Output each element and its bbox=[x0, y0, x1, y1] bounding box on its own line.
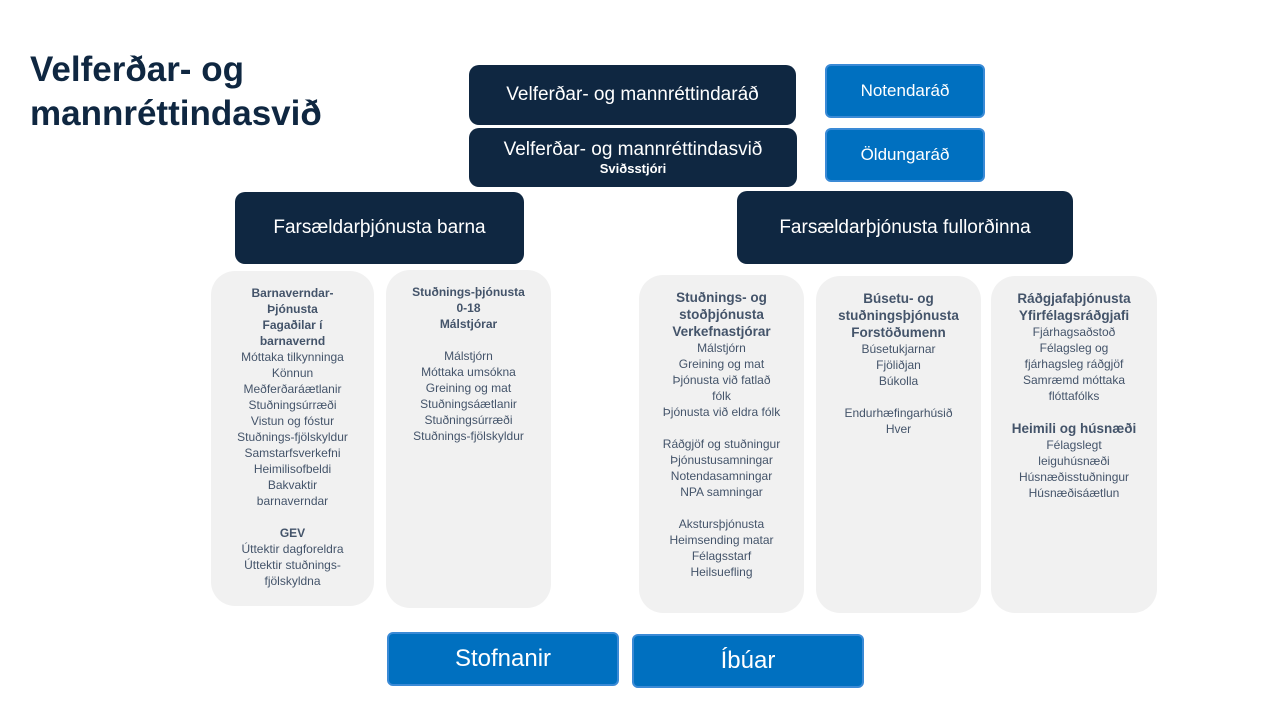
card-item: Þjónusta við eldra fólk bbox=[662, 405, 781, 419]
card-item: Félagsstarf bbox=[691, 549, 752, 563]
card-item: Þjónustusamningar bbox=[670, 453, 773, 467]
card-item: Þjónusta við fatlað bbox=[672, 373, 771, 387]
card-item: Húsnæðisstuðningur bbox=[1018, 470, 1130, 484]
council-box: Velferðar- og mannréttindaráð bbox=[469, 65, 796, 125]
card-item: flóttafólks bbox=[1048, 389, 1100, 403]
council-label: Velferðar- og mannréttindaráð bbox=[506, 84, 759, 105]
card-item: Heilsuefling bbox=[690, 565, 753, 579]
card-item: Endurhæfingarhúsið bbox=[844, 406, 953, 420]
spacer bbox=[816, 389, 981, 405]
card-item: Stuðnings-fjölskyldur bbox=[237, 430, 348, 444]
card-item: Greining og mat bbox=[425, 381, 512, 395]
elders-council-label: Öldungaráð bbox=[860, 145, 950, 164]
card-item: Fjárhagsaðstoð bbox=[1032, 325, 1116, 339]
children-branch-box: Farsældarþjónusta barna bbox=[235, 192, 524, 264]
card-item: barnaverndar bbox=[256, 494, 329, 508]
division-sublabel: Sviðsstjóri bbox=[599, 161, 667, 176]
card-heading-line: Verkefnastjórar bbox=[672, 324, 771, 339]
card-item: Fjöliðjan bbox=[876, 358, 921, 372]
spacer bbox=[639, 500, 804, 516]
card-heading-line: barnavernd bbox=[259, 334, 326, 348]
card-heading-line: 0-18 bbox=[456, 301, 481, 315]
card-heading-line: Forstöðumenn bbox=[851, 325, 946, 340]
card-heading-line: Barnaverndar- bbox=[251, 286, 334, 300]
spacer bbox=[639, 420, 804, 436]
adults-branch-label: Farsældarþjónusta fullorðinna bbox=[779, 216, 1031, 238]
card-item: Félagsleg og bbox=[1039, 341, 1109, 355]
card-heading-line: Stuðnings-þjónusta bbox=[412, 285, 525, 299]
card-heading-line: Málstjórar bbox=[439, 317, 498, 331]
card-item: Stuðningsúrræði bbox=[248, 398, 337, 412]
users-council-box: Notendaráð bbox=[825, 64, 985, 118]
card-heading-line: GEV bbox=[279, 526, 306, 540]
residents-box: Íbúar bbox=[632, 634, 864, 688]
card-heading-line: Þjónusta bbox=[267, 302, 318, 316]
card-item: fólk bbox=[712, 389, 731, 403]
card-item: Móttaka tilkynninga bbox=[241, 350, 344, 364]
card-item: Ráðgjöf og stuðningur bbox=[662, 437, 781, 451]
page-title: Velferðar- og mannréttindasvið bbox=[30, 50, 322, 133]
card-heading-line: stoðþjónusta bbox=[679, 307, 764, 322]
card-heading-line: Ráðgjafaþjónusta bbox=[1017, 291, 1131, 306]
card-item: Samstarfsverkefni bbox=[244, 446, 341, 460]
card-item: Úttektir dagforeldra bbox=[241, 542, 344, 556]
card-item: Húsnæðisáætlun bbox=[1028, 486, 1120, 500]
elders-council-box: Öldungaráð bbox=[825, 128, 985, 182]
institutions-label: Stofnanir bbox=[454, 645, 552, 672]
card-item: Félagslegt bbox=[1046, 438, 1102, 452]
card-item: Heimilisofbeldi bbox=[253, 462, 332, 476]
card-item: Vistun og fóstur bbox=[250, 414, 335, 428]
card-item: Meðferðaráætlanir bbox=[243, 382, 342, 396]
card-heading-line: Stuðnings- og bbox=[676, 290, 767, 305]
spacer bbox=[211, 509, 374, 525]
card-item: Úttektir stuðnings- bbox=[244, 558, 341, 572]
card-item: Notendasamningar bbox=[670, 469, 773, 483]
card-item: Búsetukjarnar bbox=[861, 342, 936, 356]
card-item: Greining og mat bbox=[678, 357, 765, 371]
card-item: Heimsending matar bbox=[669, 533, 774, 547]
card-item: Stuðnings-fjölskyldur bbox=[413, 429, 524, 443]
card-heading-line: stuðningsþjónusta bbox=[838, 308, 959, 323]
spacer bbox=[386, 332, 551, 348]
card-heading-line: Yfirfélagsráðgjafi bbox=[1018, 308, 1130, 323]
card-heading-line: Fagaðilar í bbox=[262, 318, 323, 332]
card-item: Akstursþjónusta bbox=[678, 517, 765, 531]
card-item: Stuðningsúrræði bbox=[424, 413, 513, 427]
children-branch-label: Farsældarþjónusta barna bbox=[273, 217, 486, 238]
card-item: Móttaka umsókna bbox=[421, 365, 516, 379]
users-council-label: Notendaráð bbox=[860, 81, 950, 100]
card-item: fjölskyldna bbox=[264, 574, 321, 588]
card-item: fjárhagsleg ráðgjöf bbox=[1024, 357, 1124, 371]
card-item: Hver bbox=[885, 422, 912, 436]
card-item: Málstjórn bbox=[444, 349, 493, 363]
card-item: NPA samningar bbox=[680, 485, 763, 499]
division-box: Velferðar- og mannréttindasvið Sviðsstjó… bbox=[469, 128, 797, 187]
card-item: Stuðningsáætlanir bbox=[420, 397, 517, 411]
residents-label: Íbúar bbox=[720, 647, 776, 674]
card-item: Könnun bbox=[271, 366, 314, 380]
spacer bbox=[991, 404, 1157, 420]
division-label: Velferðar- og mannréttindasvið bbox=[503, 139, 763, 160]
card-item: Málstjórn bbox=[697, 341, 746, 355]
card-item: Búkolla bbox=[878, 374, 919, 388]
card-item: Bakvaktir bbox=[267, 478, 318, 492]
card-item: leiguhúsnæði bbox=[1038, 454, 1110, 468]
institutions-box: Stofnanir bbox=[387, 632, 619, 686]
card-heading-line: Heimili og húsnæði bbox=[1011, 421, 1137, 436]
card-heading-line: Búsetu- og bbox=[863, 291, 934, 306]
adults-branch-box: Farsældarþjónusta fullorðinna bbox=[737, 191, 1073, 264]
card-item: Samræmd móttaka bbox=[1022, 373, 1126, 387]
